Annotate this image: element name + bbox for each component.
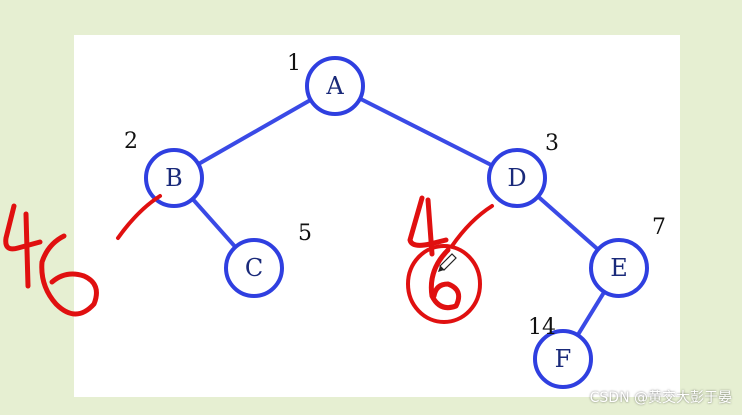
watermark: CSDN @黄交大彭于晏 [589,390,732,406]
red-circle-6 [406,244,482,324]
handwritten-annotations [3,194,494,324]
node-label-E: E [610,254,628,282]
red-stroke-b [116,194,162,240]
node-index-C: 5 [298,221,312,246]
nodes [144,56,649,389]
node-index-D: 3 [545,131,559,156]
node-label-D: D [507,164,526,192]
handwritten-5-left [39,233,99,317]
pencil-cursor-icon [438,253,457,272]
red-stroke-d [450,204,494,248]
edge-D-E [536,195,600,251]
node-label-C: C [245,254,263,282]
node-index-A: 1 [287,51,301,76]
node-label-A: A [325,72,344,100]
node-index-F: 14 [528,315,556,340]
edge-B-C [191,197,237,249]
node-label-F: F [555,345,572,373]
node-F [533,329,593,389]
edge-E-F [575,290,607,337]
edge-A-B [197,98,312,166]
node-E [589,238,649,298]
handwritten-4-right [407,195,449,257]
handwritten-4-left [3,203,43,289]
node-B [144,148,204,208]
edge-A-D [359,96,493,168]
node-index-B: 2 [124,129,138,154]
handwritten-6-right [428,247,462,311]
edges [191,96,607,337]
node-A [305,56,365,116]
node-label-B: B [165,164,183,192]
node-index-E: 7 [652,215,666,240]
node-D [487,148,547,208]
node-C [224,238,284,298]
